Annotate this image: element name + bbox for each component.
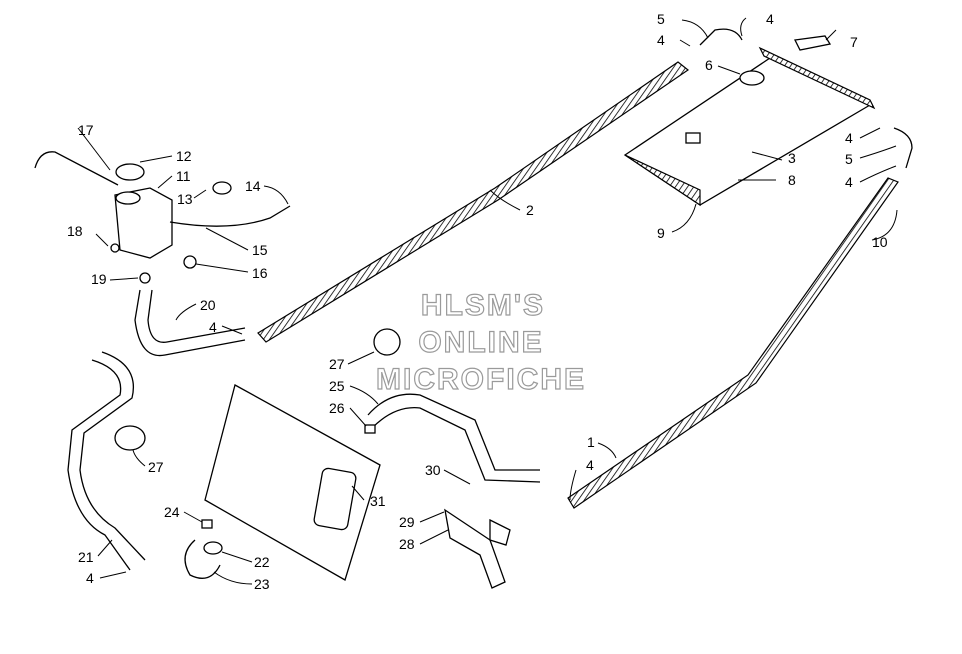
- callout-2: 2: [526, 202, 534, 218]
- fitting-16: [183, 255, 197, 269]
- callout-4-mid-right: 4: [586, 457, 594, 473]
- callout-14: 14: [245, 178, 261, 194]
- tunnel-cap: [739, 70, 765, 86]
- callout-16: 16: [252, 265, 268, 281]
- mounting-bracket-flange: [489, 518, 511, 546]
- callout-6: 6: [705, 57, 713, 73]
- radiator-window: [313, 467, 357, 531]
- callout-27-upper: 27: [329, 356, 345, 372]
- watermark-line-3: MICROFICHE: [376, 363, 586, 396]
- callout-31: 31: [370, 493, 386, 509]
- callout-7: 7: [850, 34, 858, 50]
- callout-29: 29: [399, 514, 415, 530]
- callout-8: 8: [788, 172, 796, 188]
- callout-17: 17: [78, 122, 94, 138]
- spring-clamp-upper: [373, 328, 401, 356]
- callout-1: 1: [587, 434, 595, 450]
- callout-28: 28: [399, 536, 415, 552]
- callout-11: 11: [176, 168, 191, 184]
- callout-22: 22: [254, 554, 270, 570]
- fitting-24: [201, 519, 213, 529]
- callout-23: 23: [254, 576, 270, 592]
- bottle-cap: [115, 163, 145, 181]
- callout-30: 30: [425, 462, 441, 478]
- callout-9: 9: [657, 225, 665, 241]
- callout-4-right-lower: 4: [845, 174, 853, 190]
- fitting-19: [139, 272, 151, 284]
- callout-15: 15: [252, 242, 268, 258]
- cover-bracket: [685, 132, 701, 144]
- callout-4-top-right: 4: [766, 11, 774, 27]
- callout-26: 26: [329, 400, 345, 416]
- callout-25: 25: [329, 378, 345, 394]
- callout-3: 3: [788, 150, 796, 166]
- hose-21: [67, 359, 131, 571]
- callout-4-top-left: 4: [657, 32, 665, 48]
- watermark-line-1: HLSM'S: [421, 289, 545, 322]
- callout-4-bottom-left: 4: [86, 570, 94, 586]
- leader-lines: [77, 17, 898, 585]
- hose-23: [184, 539, 221, 579]
- callout-10: 10: [872, 234, 888, 250]
- tunnel-cover-edge: [624, 154, 701, 207]
- clamp-22: [203, 541, 223, 555]
- mounting-bracket: [444, 508, 506, 589]
- heat-exchanger-tube-rear: [567, 177, 899, 509]
- callout-27-lower: 27: [148, 459, 164, 475]
- callout-4-right-upper: 4: [845, 130, 853, 146]
- fitting-26: [364, 424, 376, 434]
- callout-21: 21: [78, 549, 94, 565]
- small-clamp-13: [212, 181, 232, 195]
- right-elbow-hose: [893, 127, 913, 169]
- callout-5-right: 5: [845, 151, 853, 167]
- callout-13: 13: [177, 191, 193, 207]
- callout-12: 12: [176, 148, 192, 164]
- tunnel-cover-rail: [758, 46, 876, 110]
- hose-21-inner: [79, 351, 146, 561]
- callout-20: 20: [200, 297, 216, 313]
- vent-hose: [169, 205, 291, 227]
- callout-18: 18: [67, 223, 83, 239]
- callout-24: 24: [164, 504, 180, 520]
- callout-labels: 5 4 4 7 6 4 3 5 8 4 9 10 2 1 4 17 12 11 …: [67, 11, 888, 592]
- overflow-hose: [34, 151, 119, 186]
- bottle-neck: [115, 191, 141, 205]
- coolant-bottle: [114, 187, 173, 259]
- watermark-line-2: ONLINE: [418, 326, 543, 359]
- callout-4-mid-left: 4: [209, 319, 217, 335]
- spring-clamp-lower: [114, 425, 146, 451]
- fitting-18: [110, 243, 120, 253]
- heat-exchanger-tube-front: [257, 61, 690, 343]
- radiator-panel: [204, 384, 381, 581]
- upper-right-elbow-hose: [699, 28, 743, 46]
- upper-bracket: [794, 35, 832, 51]
- hose-25: [367, 393, 540, 471]
- callout-19: 19: [91, 271, 107, 287]
- hose-20-inner: [147, 289, 246, 343]
- hose-25-inner: [371, 407, 541, 483]
- callout-5-top: 5: [657, 11, 665, 27]
- hose-20: [134, 289, 246, 357]
